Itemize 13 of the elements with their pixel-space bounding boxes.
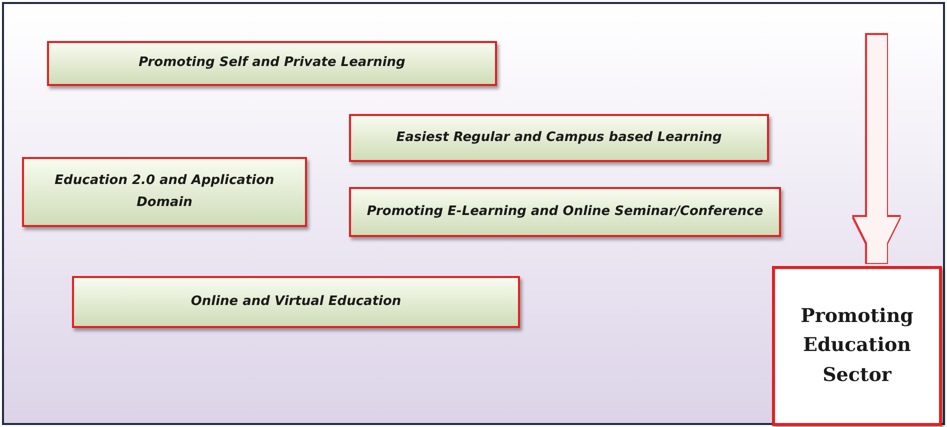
topic-box bbox=[47, 41, 497, 86]
topic-box bbox=[72, 276, 520, 328]
box-text: Promoting Self and Private Learning bbox=[138, 54, 406, 72]
topic-box bbox=[349, 187, 781, 237]
topic-box bbox=[349, 114, 769, 162]
box-text: Easiest Regular and Campus based Learning bbox=[396, 128, 722, 147]
box-text: Online and Virtual Education bbox=[190, 292, 402, 311]
box-text: Promoting E-Learning and Online Seminar/Conference bbox=[366, 202, 764, 221]
topic-box bbox=[22, 157, 307, 227]
result-box bbox=[772, 266, 942, 426]
box-text: Education 2.0 and Application Domain bbox=[54, 172, 275, 212]
box-text: Promoting Education Sector bbox=[800, 304, 914, 388]
block-arrow bbox=[854, 35, 900, 263]
